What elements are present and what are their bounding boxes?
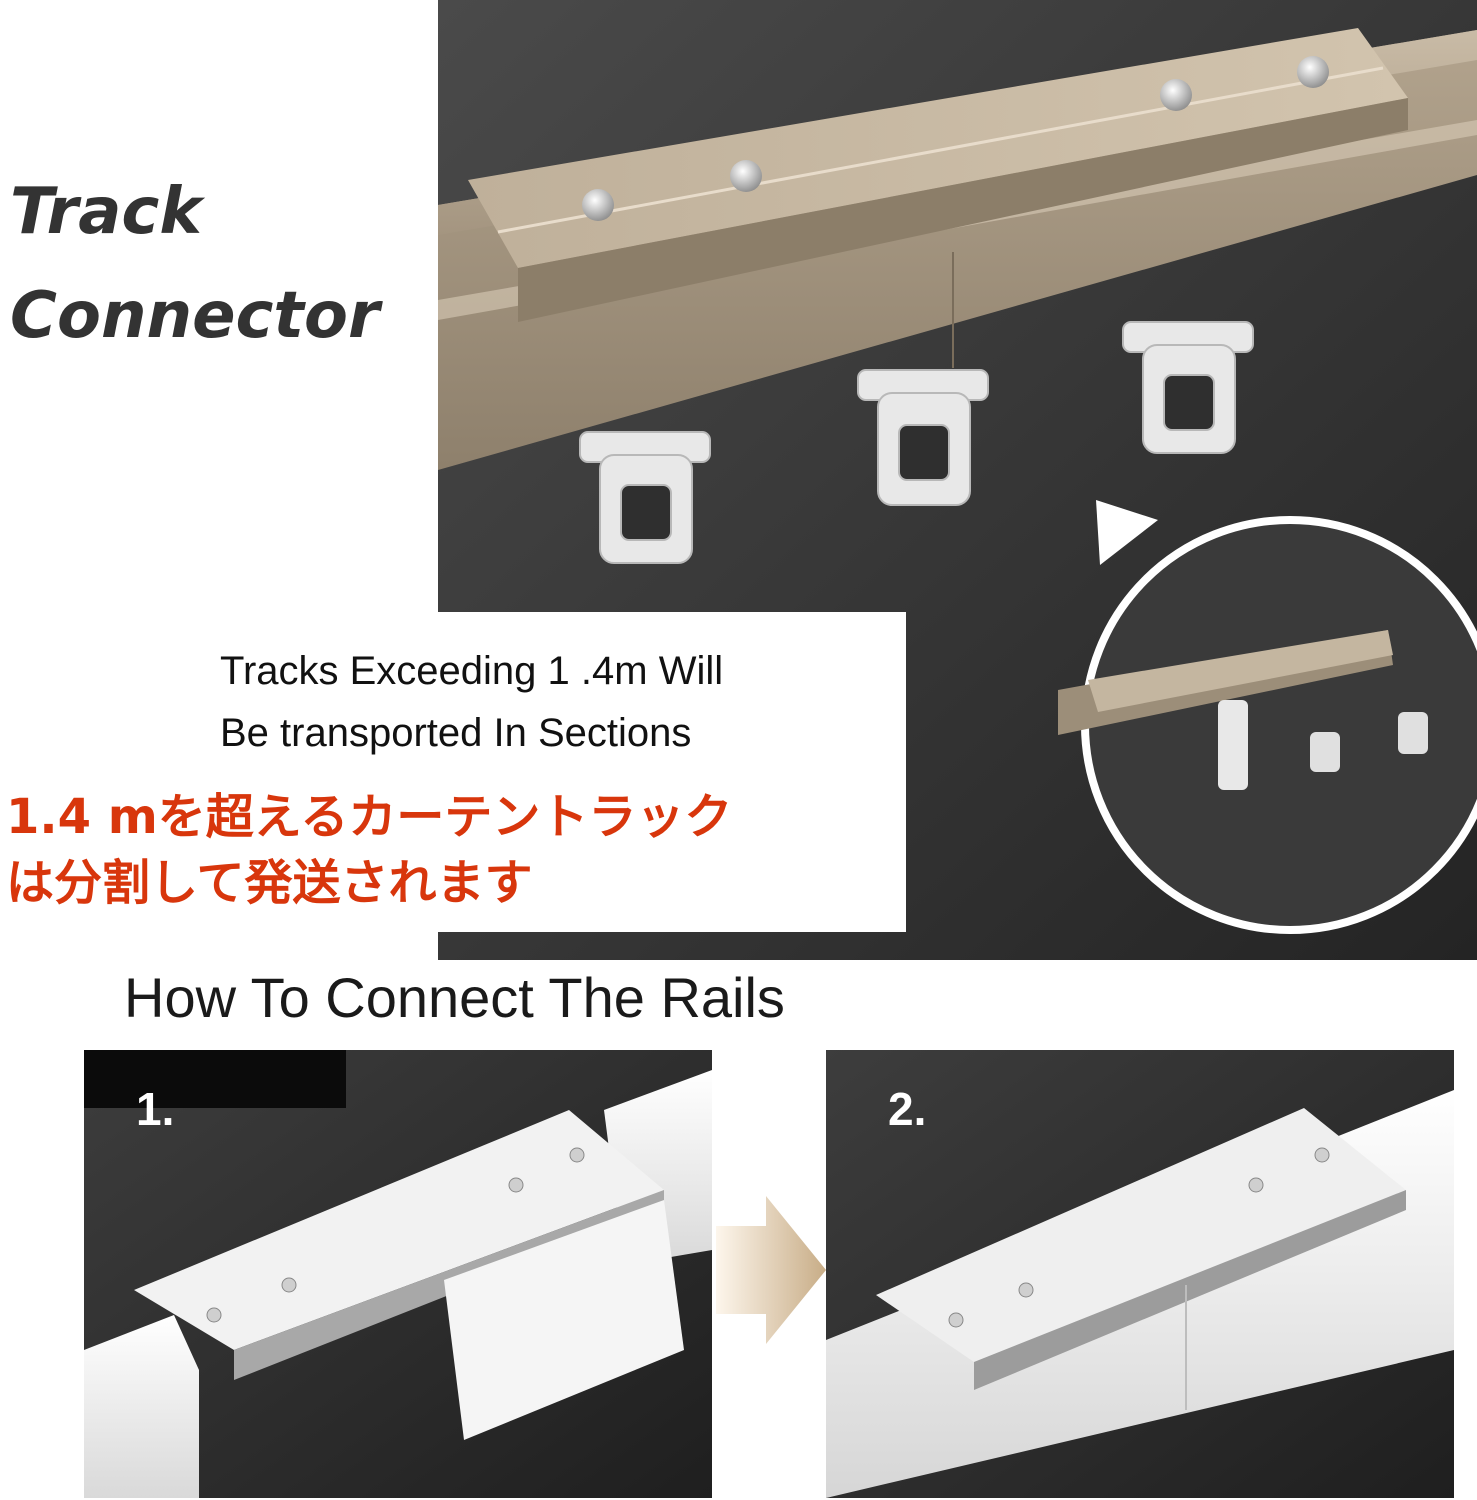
notice-jp-line2: は分割して発送されます	[6, 855, 533, 911]
notice-en-line1: Tracks Exceeding 1 .4m Will	[220, 649, 724, 693]
shipping-notice-english: Tracks Exceeding 1 .4m Will Be transport…	[220, 640, 900, 764]
step2-photo	[826, 1050, 1454, 1498]
step1-photo	[84, 1050, 712, 1498]
step2-label: 2.	[888, 1083, 927, 1135]
notice-jp-line1: 1.4 mを超えるカーテントラック	[6, 789, 733, 845]
screw-icon	[582, 56, 1329, 221]
shipping-notice-japanese: 1.4 mを超えるカーテントラック は分割して発送されます	[6, 784, 906, 916]
notice-panel	[0, 612, 906, 932]
howto-heading: How To Connect The Rails	[124, 966, 785, 1029]
glider-hooks	[579, 321, 1254, 564]
title-line1: Track	[10, 175, 202, 249]
step1-label: 1.	[136, 1083, 175, 1135]
arrow-right-icon	[716, 1196, 826, 1344]
step1-label-background	[84, 1050, 346, 1108]
page-title: Track Connector	[10, 160, 430, 368]
notice-en-line2: Be transported In Sections	[220, 711, 692, 755]
zoom-detail	[1058, 630, 1428, 790]
title-line2: Connector	[10, 279, 380, 353]
